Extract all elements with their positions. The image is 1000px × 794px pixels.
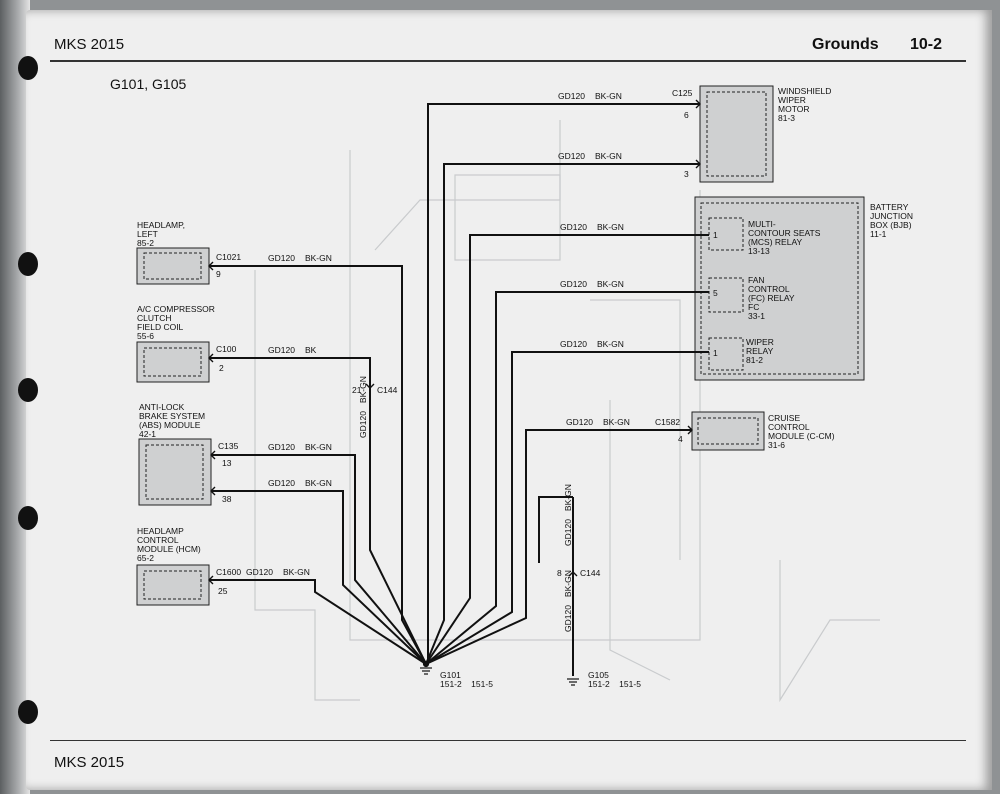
connector-c100: C100 (216, 344, 237, 354)
wiper-relay-label: WIPER RELAY 81-2 (746, 337, 776, 365)
wiper-motor-component (699, 85, 774, 183)
c144-b-name: C144 (580, 568, 601, 578)
wire-g105 (538, 496, 574, 676)
hcm-component (136, 564, 210, 606)
ac-compressor-label: A/C COMPRESSOR CLUTCH FIELD COIL 55-6 (137, 304, 217, 341)
footer-rule (50, 740, 966, 741)
c144-b-wire-label-top: GD120BK-GN (563, 484, 573, 546)
ground-g105-name: G105 (588, 670, 609, 680)
pin-fc-5: 5 (713, 288, 718, 298)
bjb-label: BATTERY JUNCTION BOX (BJB) 11-1 (870, 202, 915, 239)
header-section-title: Grounds (812, 36, 879, 53)
footer-model: MKS 2015 (54, 754, 125, 771)
connector-arrows (208, 99, 701, 585)
wire-wiper-motor-3 (425, 163, 700, 665)
binder-hole (18, 700, 38, 724)
ground-g101-name: G101 (440, 670, 461, 680)
bjb-component (694, 196, 865, 381)
ac-compressor-component (136, 341, 210, 383)
wire-fc-relay (425, 291, 709, 665)
pin-13: 13 (222, 458, 232, 468)
c144-b-wire-label-bottom: GD120BK-GN (563, 570, 573, 632)
wire-hcm (209, 579, 427, 665)
header-rule (50, 60, 966, 62)
diagram-title: G101, G105 (110, 76, 187, 92)
pin-3: 3 (684, 169, 689, 179)
connector-c1582: C1582 (655, 417, 680, 427)
header-model: MKS 2015 (54, 36, 125, 53)
binder-hole (18, 378, 38, 402)
wire-mcs-relay (425, 234, 709, 665)
binder-hole (18, 506, 38, 530)
ground-g105-refs: 151-2 151-5 (588, 679, 641, 689)
mcs-relay-label: MULTI- CONTOUR SEATS (MCS) RELAY 13-13 (748, 219, 823, 256)
wires-g101 (209, 103, 709, 665)
pin-6: 6 (684, 110, 689, 120)
connector-c135: C135 (218, 441, 239, 451)
pin-38: 38 (222, 494, 232, 504)
pin-25: 25 (218, 586, 228, 596)
ccm-component (691, 411, 765, 451)
fc-relay-label: FAN CONTROL (FC) RELAY FC 33-1 (748, 275, 797, 321)
ground-g101-refs: 151-2 151-5 (440, 679, 493, 689)
wire-headlamp-left (209, 265, 427, 665)
connector-c1600: C1600 (216, 567, 241, 577)
wiper-motor-label: WINDSHIELD WIPER MOTOR 81-3 (778, 86, 834, 123)
c144-a-pin: 21 (352, 385, 362, 395)
ground-symbol-g101 (420, 660, 432, 675)
headlamp-left-label: HEADLAMP, LEFT 85-2 (137, 220, 187, 248)
c144-b-pin: 8 (557, 568, 562, 578)
binder-hole (18, 252, 38, 276)
wire-wiper-motor-6 (427, 103, 700, 664)
headlamp-left-component (136, 247, 210, 285)
header-page-number: 10-2 (910, 36, 943, 53)
abs-module-label: ANTI-LOCK BRAKE SYSTEM (ABS) MODULE 42-1 (139, 402, 208, 439)
hcm-label: HEADLAMP CONTROL MODULE (HCM) 65-2 (137, 526, 203, 563)
abs-module-component (138, 438, 212, 506)
pin-2: 2 (219, 363, 224, 373)
binder-hole (18, 56, 38, 80)
connector-c125: C125 (672, 88, 693, 98)
wire-ccm (425, 429, 692, 665)
pin-4: 4 (678, 434, 683, 444)
ground-symbol-g105 (567, 678, 579, 686)
wire-wiper-relay (425, 351, 709, 665)
wire-ac-compressor (209, 357, 427, 665)
pin-9: 9 (216, 269, 221, 279)
ccm-label: CRUISE CONTROL MODULE (C-CM) 31-6 (768, 413, 837, 450)
manual-page (26, 10, 992, 790)
pin-mcs-1: 1 (713, 230, 718, 240)
connector-c1021: C1021 (216, 252, 241, 262)
c144-a-wire-label: GD120BK-GN (358, 376, 368, 438)
pin-wiper-relay-1: 1 (713, 348, 718, 358)
c144-a-name: C144 (377, 385, 398, 395)
wire-abs-13 (211, 454, 427, 665)
wire-abs-38 (211, 490, 427, 665)
